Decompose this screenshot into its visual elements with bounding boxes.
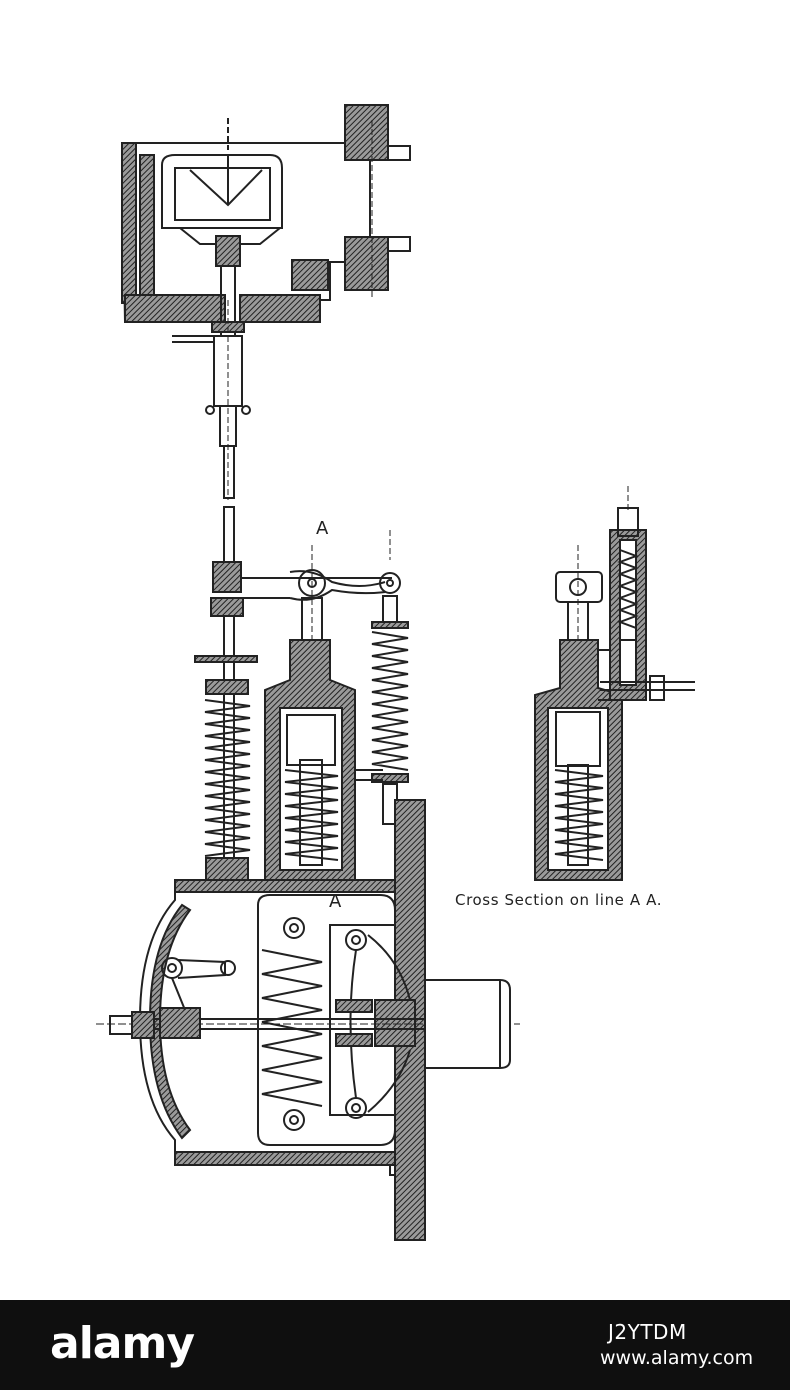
governor-housing — [96, 799, 520, 1241]
right-spring — [355, 595, 409, 825]
valve-stem — [172, 235, 251, 500]
site-url: www.alamy.com — [600, 1347, 754, 1369]
engineering-drawing — [96, 104, 695, 1241]
brand-logo: alamy — [50, 1318, 195, 1369]
cross-section-view — [534, 486, 695, 881]
center-dashpot — [264, 597, 356, 881]
valve-body — [120, 104, 411, 323]
section-mark-top: A — [316, 518, 329, 539]
left-spring — [194, 655, 258, 881]
image-id: J2YTDM — [608, 1320, 687, 1344]
watermark-footer — [0, 1300, 790, 1390]
section-mark-bottom: A — [329, 891, 342, 912]
cross-section-caption: Cross Section on line A A. — [455, 891, 663, 909]
